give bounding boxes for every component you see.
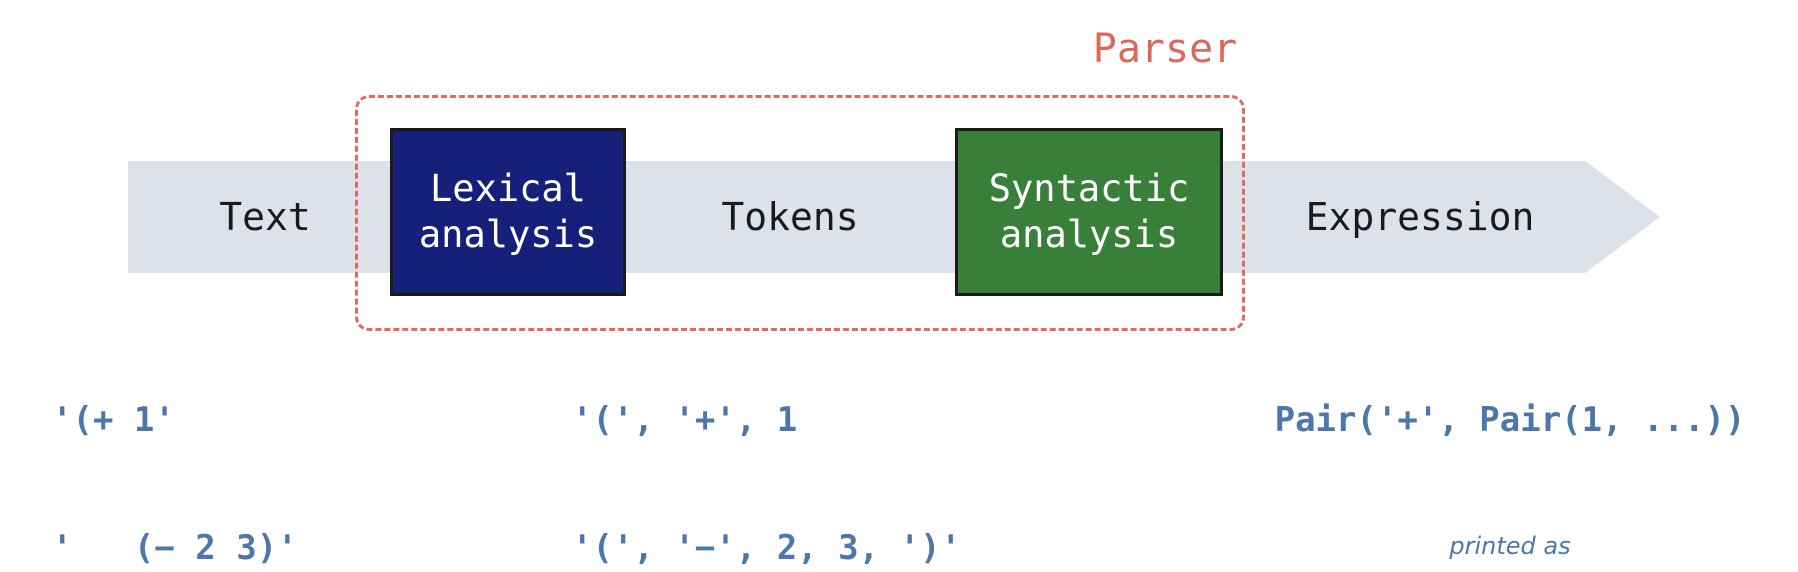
stage-lexical-line2: analysis: [418, 213, 598, 256]
band-label-input: Text: [219, 195, 311, 239]
parser-label: Parser: [1092, 26, 1238, 72]
example-column-expression: Pair('+', Pair(1, ...)) printed as (+ 1 …: [1240, 316, 1780, 572]
band-label-intermediate: Tokens: [721, 195, 859, 239]
example-expression-note: printed as: [1449, 532, 1571, 560]
parser-boundary: [355, 95, 1245, 331]
stage-syntactic-analysis[interactable]: Syntactic analysis: [955, 128, 1223, 296]
band-label-output: Expression: [1305, 195, 1535, 239]
example-text-line-2: ' (− 2 3)': [52, 528, 298, 568]
stage-syntactic-line2: analysis: [999, 213, 1179, 256]
stage-syntactic-line1: Syntactic: [988, 167, 1190, 210]
example-expression-value: Pair('+', Pair(1, ...)): [1274, 400, 1746, 440]
example-column-tokens: '(', '+', 1 '(', '−', 2, 3, ')' '(', '*'…: [572, 316, 1104, 572]
example-text-line-1: '(+ 1': [52, 400, 175, 440]
example-tokens-line-2: '(', '−', 2, 3, ')': [572, 528, 961, 568]
example-tokens-line-1: '(', '+', 1: [572, 400, 798, 440]
stage-lexical-analysis[interactable]: Lexical analysis: [390, 128, 626, 296]
stage-lexical-line1: Lexical: [430, 167, 586, 210]
example-column-text: '(+ 1' ' (− 2 3)' ' (* 4 5.6))': [52, 316, 359, 572]
